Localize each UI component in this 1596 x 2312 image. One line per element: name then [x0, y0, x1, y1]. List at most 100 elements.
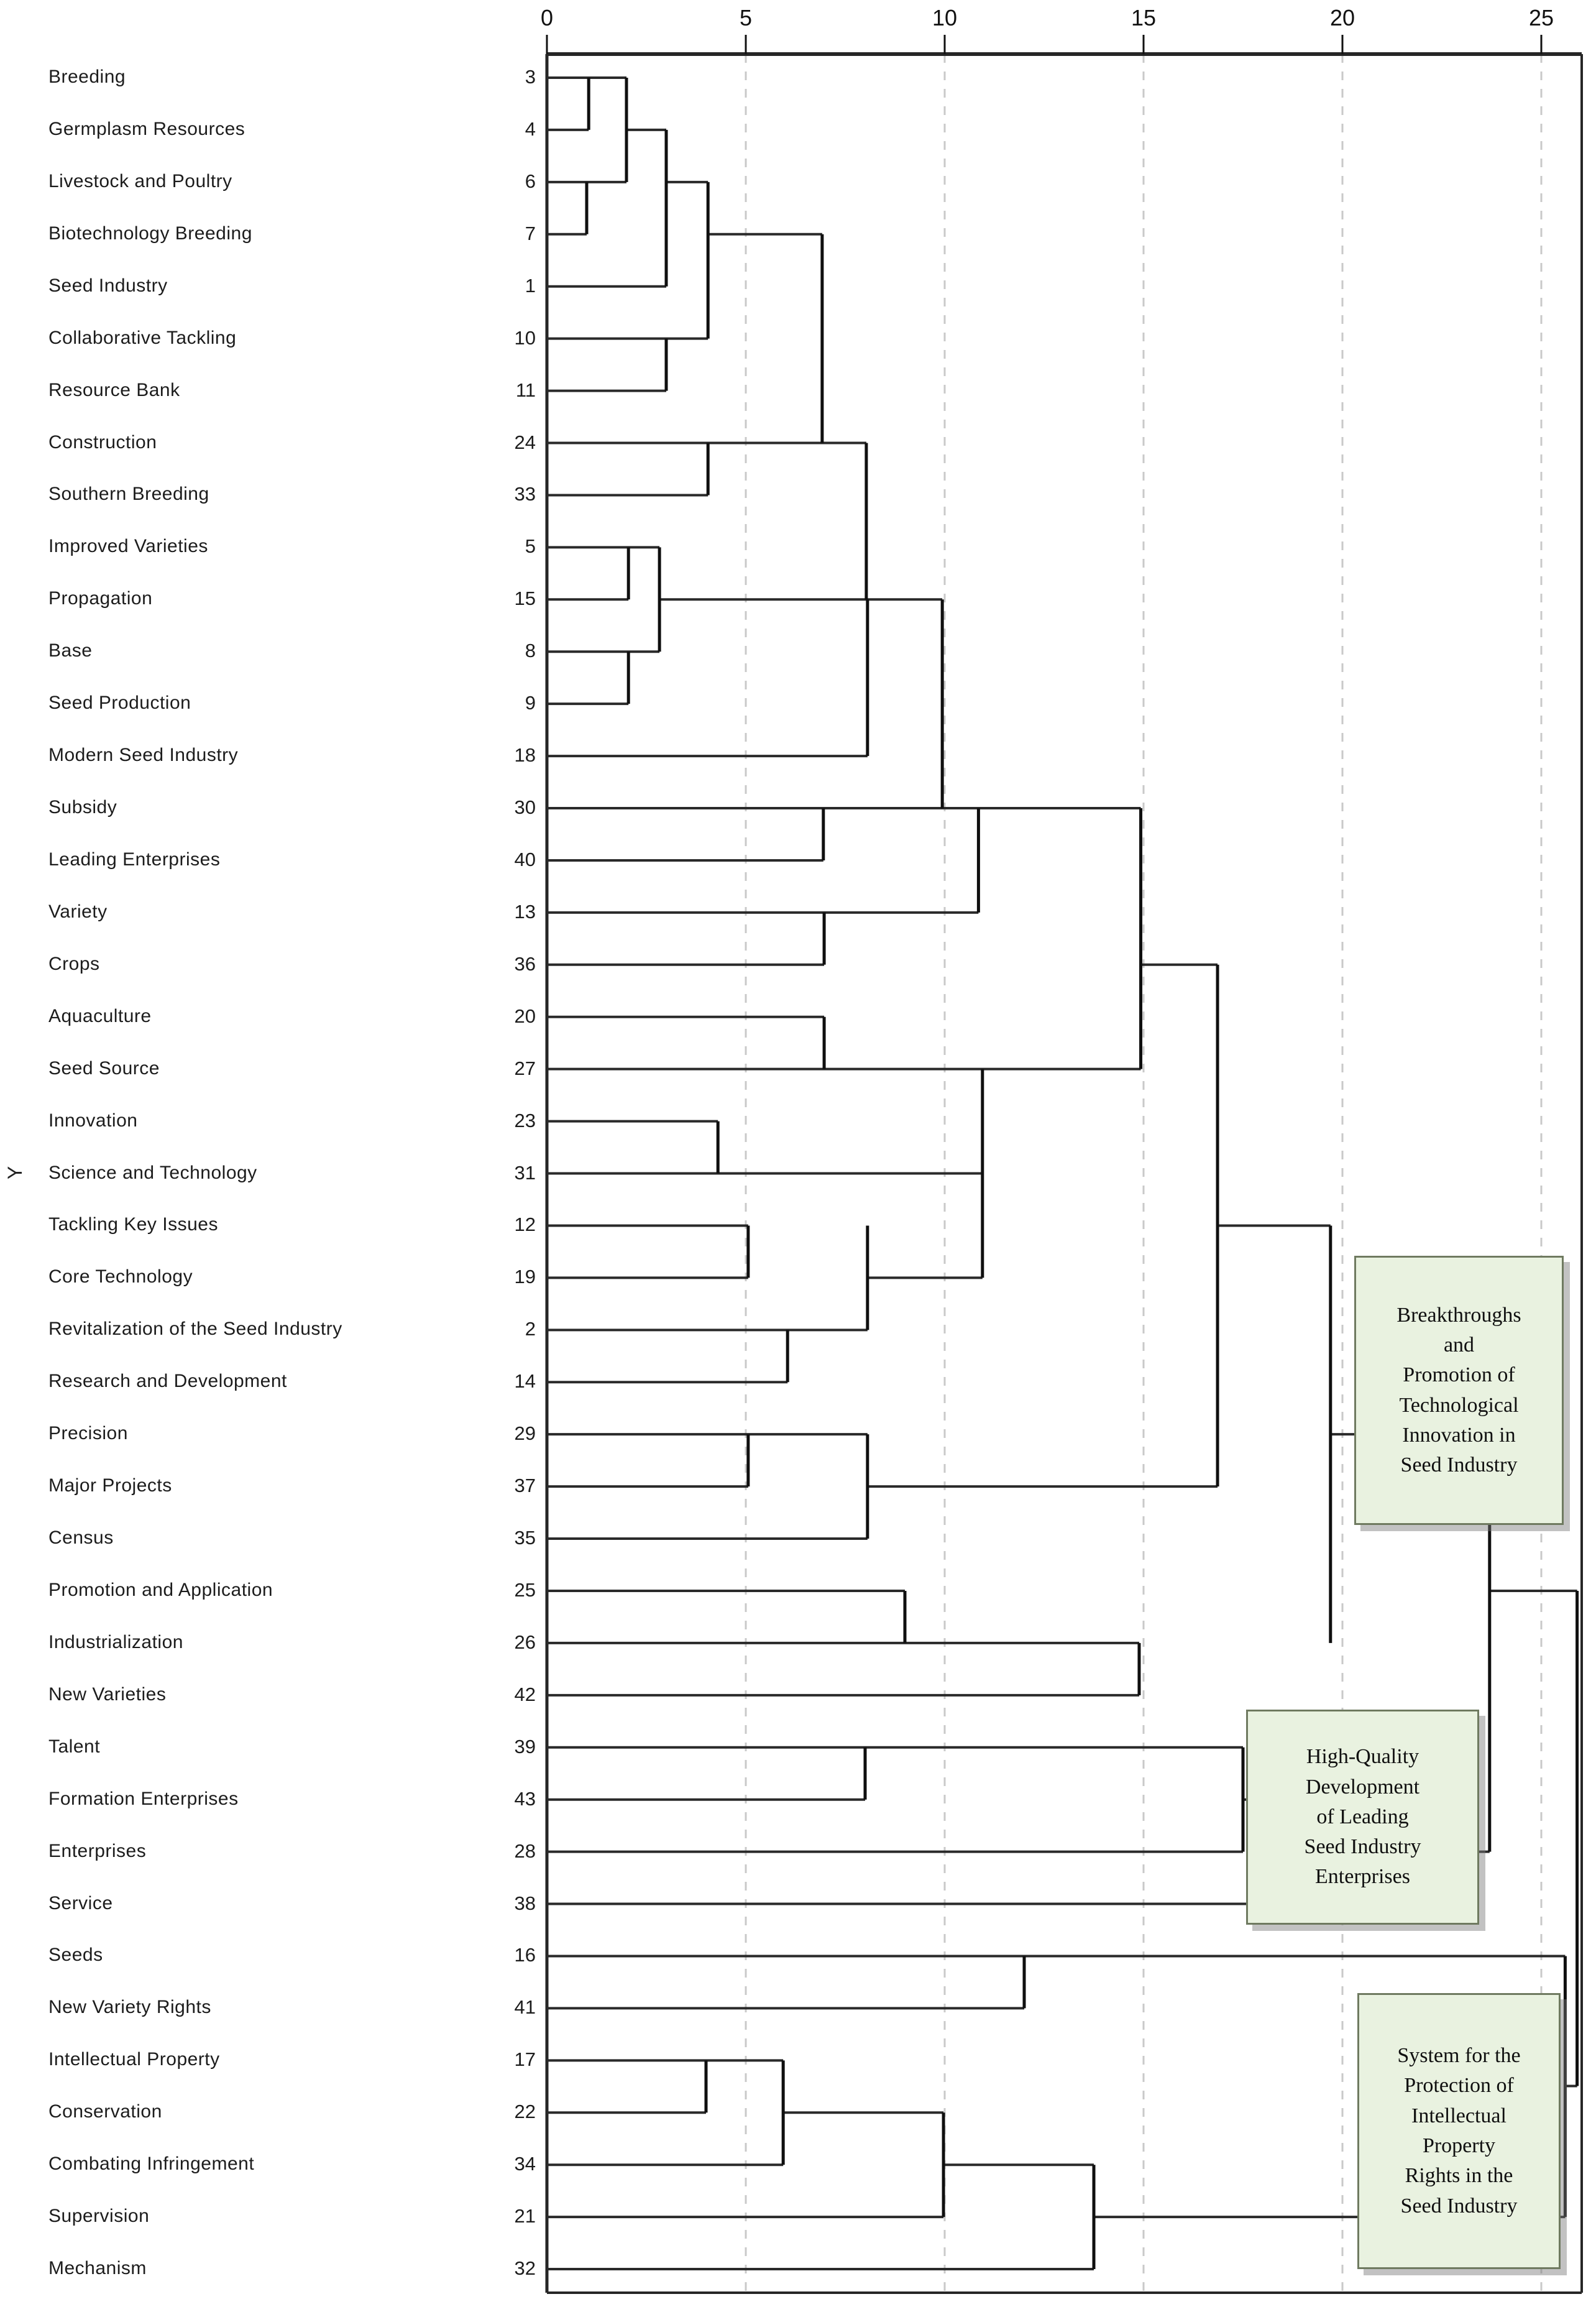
- leaf-label: Industrialization: [48, 1631, 183, 1652]
- axis-tick-label: 10: [932, 5, 958, 30]
- leaf-number: 4: [525, 117, 536, 140]
- leaf-number: 17: [514, 2048, 536, 2071]
- y-axis-label: Y: [4, 1166, 27, 1179]
- leaf-number: 24: [514, 431, 536, 453]
- leaf-number: 41: [514, 1996, 536, 2019]
- leaf-label: Talent: [48, 1736, 101, 1757]
- leaf-number: 1: [525, 274, 536, 297]
- leaf-label: New Variety Rights: [48, 1997, 211, 2018]
- leaf-number: 16: [514, 1944, 536, 1966]
- leaf-label: Promotion and Application: [48, 1579, 273, 1600]
- leaf-label: Intellectual Property: [48, 2049, 220, 2070]
- leaf-label: Biotechnology Breeding: [48, 223, 252, 244]
- leaf-number: 2: [525, 1318, 536, 1340]
- leaf-number: 12: [514, 1214, 536, 1236]
- leaf-label: Formation Enterprises: [48, 1788, 239, 1809]
- leaf-label: Census: [48, 1527, 114, 1549]
- leaf-label: Aquaculture: [48, 1005, 152, 1026]
- leaf-label: Southern Breeding: [48, 484, 209, 505]
- leaf-label: Seeds: [48, 1945, 103, 1966]
- leaf-number: 14: [514, 1370, 536, 1393]
- leaf-number: 3: [525, 66, 536, 88]
- leaf-number: 29: [514, 1422, 536, 1445]
- leaf-label: Propagation: [48, 588, 153, 609]
- leaf-label: Research and Development: [48, 1371, 287, 1392]
- leaf-number: 11: [515, 379, 536, 401]
- leaf-label: Core Technology: [48, 1266, 193, 1287]
- leaf-label: Precision: [48, 1423, 128, 1444]
- axis-tick-label: 0: [540, 5, 554, 30]
- leaf-label: Leading Enterprises: [48, 849, 221, 870]
- leaf-label: Breeding: [48, 67, 126, 87]
- leaf-number: 35: [514, 1527, 536, 1549]
- leaf-number: 27: [514, 1057, 536, 1079]
- leaf-number: 10: [514, 326, 536, 349]
- leaf-number: 38: [514, 1892, 536, 1914]
- leaf-label: Tackling Key Issues: [48, 1214, 218, 1235]
- leaf-number: 28: [514, 1840, 536, 1862]
- axis-tick-label: 5: [739, 5, 753, 30]
- leaf-label: Mechanism: [48, 2258, 147, 2279]
- leaf-label: Revitalization of the Seed Industry: [48, 1319, 342, 1340]
- leaf-number: 6: [525, 170, 536, 192]
- leaf-number: 43: [514, 1787, 536, 1810]
- leaf-number: 19: [514, 1266, 536, 1288]
- leaf-number: 25: [514, 1578, 536, 1601]
- leaf-number: 15: [514, 587, 536, 610]
- leaf-number: 36: [514, 952, 536, 975]
- leaf-label: Conservation: [48, 2101, 162, 2122]
- leaf-label: Collaborative Tackling: [48, 327, 237, 348]
- leaf-label: Resource Bank: [48, 379, 180, 400]
- leaf-label: Innovation: [48, 1110, 138, 1131]
- leaf-number: 5: [525, 535, 536, 558]
- leaf-number: 26: [514, 1631, 536, 1653]
- leaf-label: Major Projects: [48, 1475, 172, 1496]
- leaf-label: Seed Production: [48, 693, 191, 714]
- leaf-number: 30: [514, 796, 536, 819]
- axis-tick-label: 20: [1329, 5, 1355, 30]
- leaf-number: 20: [514, 1005, 536, 1027]
- leaf-label: Service: [48, 1892, 113, 1914]
- leaf-label: Enterprises: [48, 1840, 147, 1861]
- leaf-label: Combating Infringement: [48, 2153, 255, 2175]
- leaf-number: 8: [525, 640, 536, 662]
- leaf-label: Variety: [48, 901, 108, 922]
- leaf-label: Science and Technology: [48, 1162, 257, 1183]
- leaf-label: Livestock and Poultry: [48, 170, 232, 191]
- axis-tick-label: 15: [1130, 5, 1157, 30]
- leaf-number: 31: [514, 1161, 536, 1184]
- leaf-number: 40: [514, 848, 536, 870]
- leaf-number: 18: [514, 744, 536, 767]
- leaf-label: Subsidy: [48, 797, 117, 818]
- leaf-label: Seed Source: [48, 1057, 160, 1079]
- leaf-label: Seed Industry: [48, 275, 168, 296]
- leaf-number: 39: [514, 1735, 536, 1757]
- leaf-number: 33: [514, 483, 536, 505]
- leaf-number: 32: [514, 2257, 536, 2280]
- leaf-number: 37: [514, 1475, 536, 1497]
- leaf-label: Construction: [48, 431, 157, 453]
- axis-tick-label: 25: [1528, 5, 1554, 30]
- leaf-number: 42: [514, 1683, 536, 1705]
- leaf-number: 7: [525, 222, 536, 244]
- leaf-number: 9: [525, 692, 536, 714]
- leaf-number: 23: [514, 1109, 536, 1131]
- leaf-label: Supervision: [48, 2206, 150, 2227]
- leaf-label: Crops: [48, 953, 100, 974]
- leaf-label: New Varieties: [48, 1683, 167, 1705]
- leaf-label: Germplasm Resources: [48, 118, 245, 139]
- leaf-label: Base: [48, 640, 93, 661]
- leaf-number: 22: [514, 2101, 536, 2123]
- leaf-number: 34: [514, 2153, 536, 2175]
- leaf-label: Improved Varieties: [48, 536, 208, 557]
- leaf-label: Modern Seed Industry: [48, 745, 239, 766]
- leaf-number: 21: [514, 2205, 536, 2227]
